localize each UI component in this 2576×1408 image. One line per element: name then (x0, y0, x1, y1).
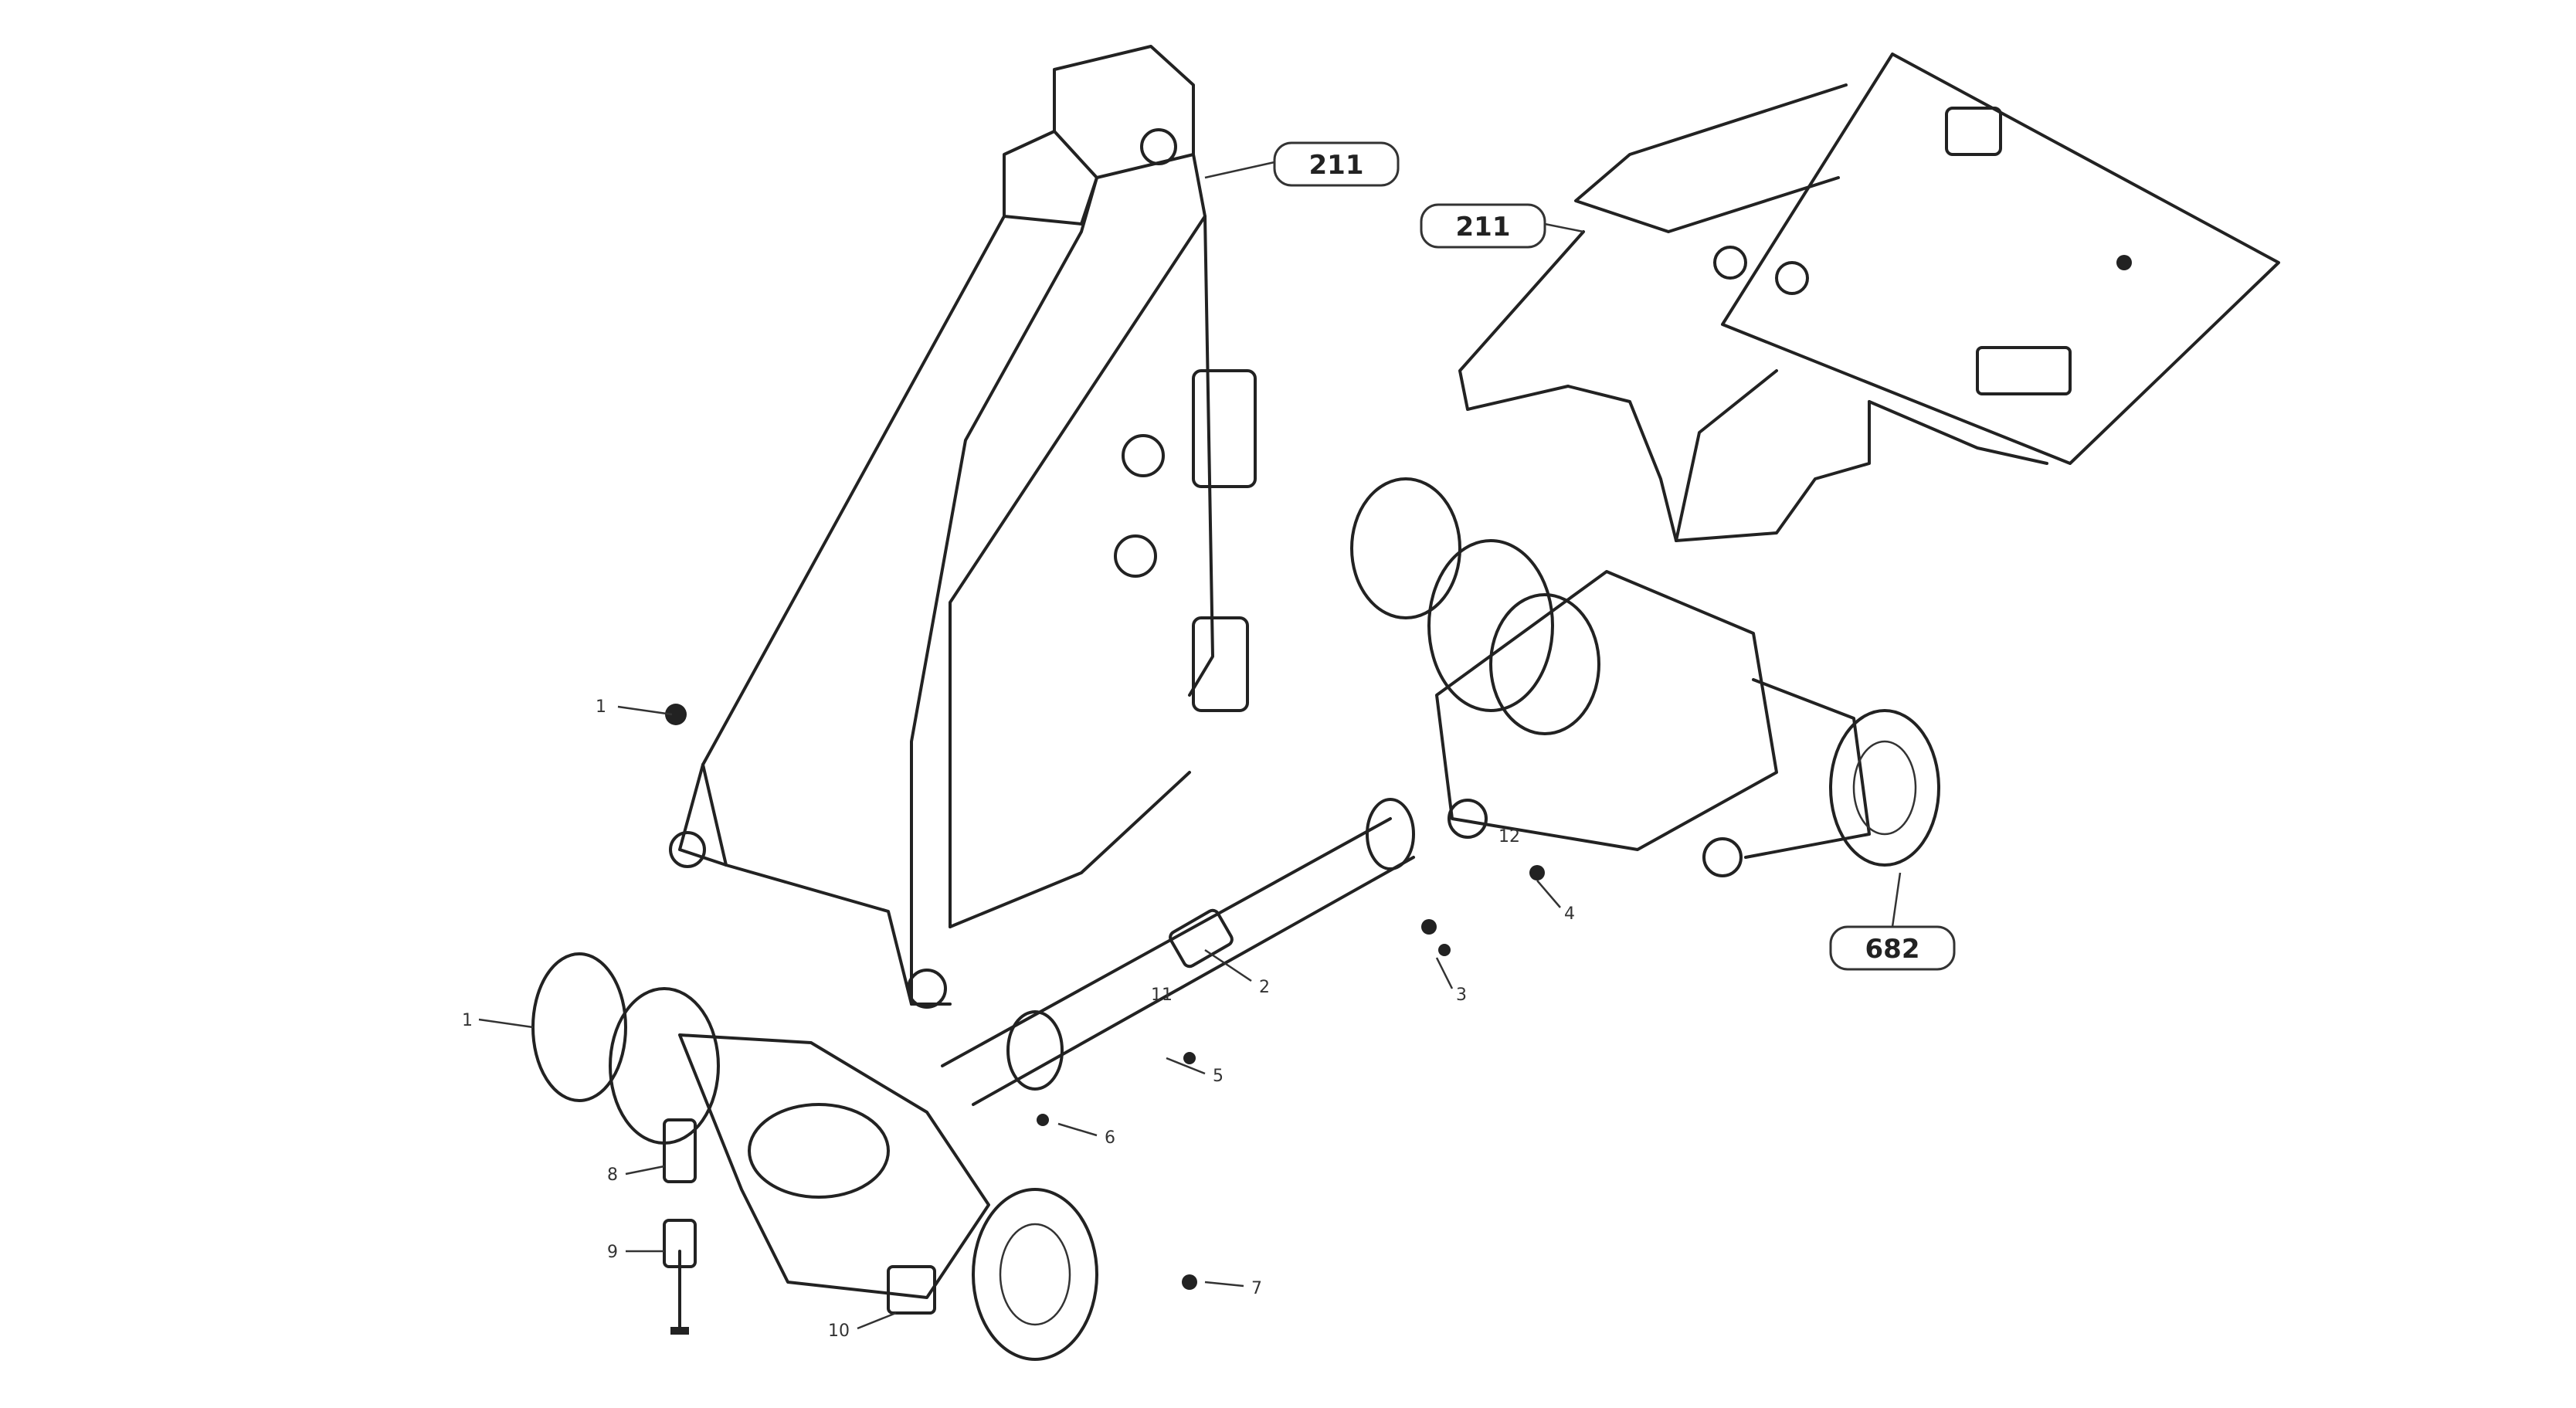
item-label: 12 (1498, 827, 1520, 846)
front-axle (531, 952, 1098, 1361)
callout-211-top: 211 (1273, 141, 1400, 187)
drive-shaft (941, 798, 1415, 1106)
item-label: 9 (607, 1243, 618, 1262)
frame-bracket (665, 45, 1257, 1009)
item-labels: 1 1 2 3 4 5 6 7 8 9 10 11 12 (462, 697, 1575, 1341)
callout-682-text: 682 (1865, 934, 1920, 965)
item-label: 3 (1456, 986, 1467, 1005)
item-label: 8 (607, 1165, 618, 1185)
item-label: 1 (462, 1011, 473, 1030)
item-label: 5 (1213, 1067, 1224, 1086)
callout-211-right: 211 (1420, 203, 1546, 249)
hardware (670, 865, 1545, 1335)
item-label: 7 (1251, 1279, 1262, 1298)
rear-axle (1350, 477, 1940, 877)
item-label: 10 (828, 1321, 850, 1341)
item-label: 4 (1564, 904, 1575, 924)
callout-211-right-text: 211 (1456, 212, 1511, 243)
callout-682: 682 (1829, 925, 1956, 971)
item-label: 11 (1151, 986, 1173, 1005)
item-label: 2 (1259, 978, 1270, 997)
item-label: 6 (1105, 1128, 1115, 1148)
item-label: 1 (596, 697, 606, 717)
top-panel-assembly (1458, 53, 2280, 542)
leader-lines (478, 161, 1902, 1330)
callout-211-top-text: 211 (1309, 150, 1364, 181)
